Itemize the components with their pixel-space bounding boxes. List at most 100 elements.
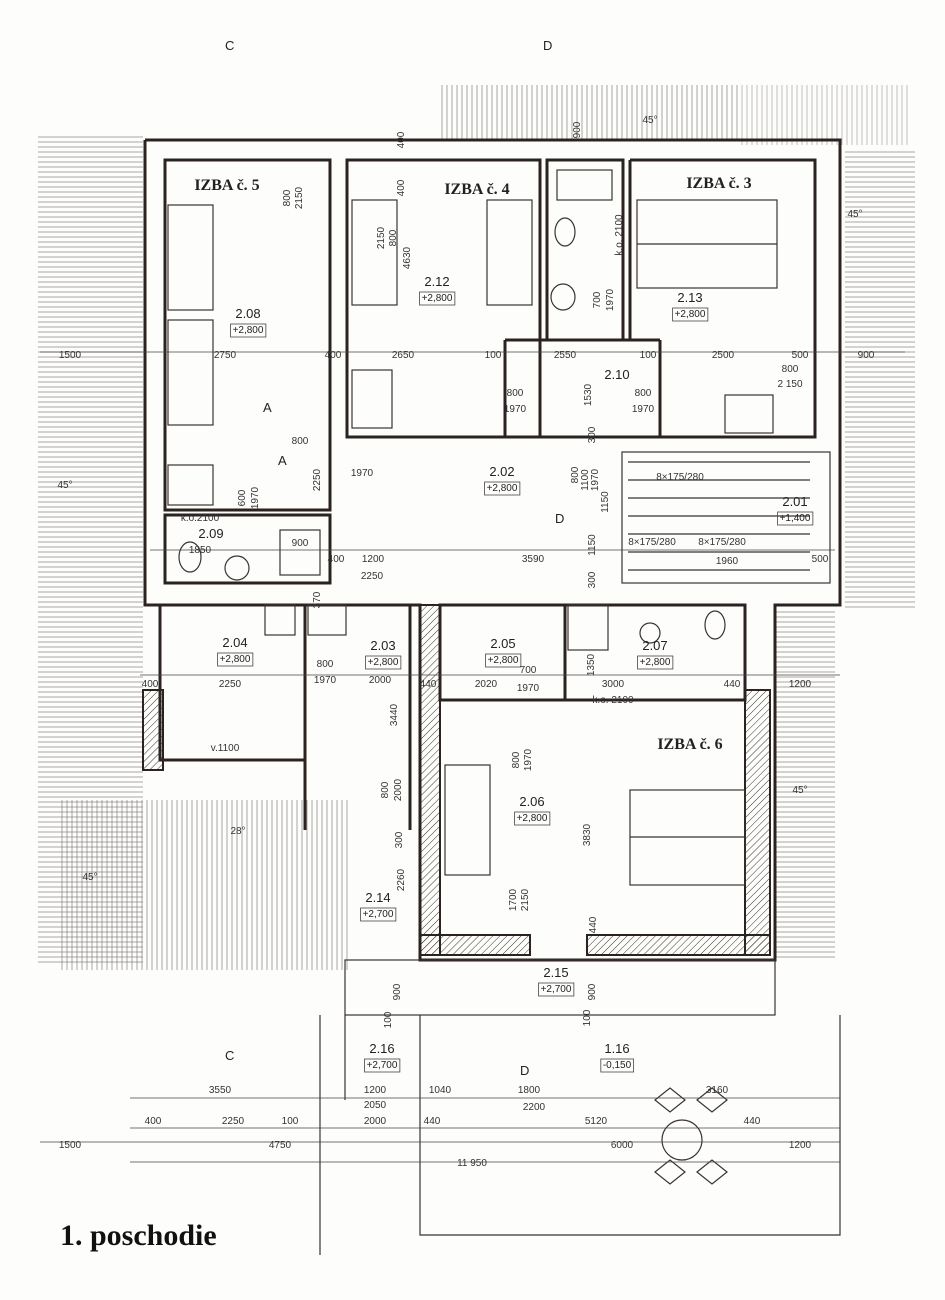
room-number: 2.04 <box>222 635 247 650</box>
dimension-label: 1960 <box>716 556 739 567</box>
dimension-label: 440 <box>744 1116 761 1127</box>
dimension-label: 500 <box>792 350 809 361</box>
elevation-box <box>672 307 709 322</box>
room-elevation: +2,700 <box>363 909 394 920</box>
elevation-box <box>484 481 521 496</box>
roof-angle: 45° <box>847 209 862 220</box>
dimension-label: 100 <box>383 1011 394 1028</box>
section-mark: D <box>543 38 552 53</box>
elevation-box <box>485 653 522 668</box>
room-number: 2.09 <box>198 526 223 541</box>
elevation-box <box>217 652 254 667</box>
furniture <box>167 169 810 1185</box>
room-elevation: +2,800 <box>517 813 548 824</box>
dimension-label: 8×175/280 <box>628 537 676 548</box>
dimension-label: 1970 <box>351 468 374 479</box>
dimension-label: 2250 <box>312 468 323 491</box>
elevation-box <box>514 811 551 826</box>
dimension-label: 800 <box>635 388 652 399</box>
dimension-label: 1970 <box>590 468 601 491</box>
dimension-label: 800 <box>782 364 799 375</box>
dimension-label: 1040 <box>429 1085 452 1096</box>
dimension-label: 400 <box>142 679 159 690</box>
roof-hatching <box>38 85 915 970</box>
dimension-label: 300 <box>394 831 405 848</box>
elevation-box <box>364 1058 401 1073</box>
dimension-label: 440 <box>424 1116 441 1127</box>
dimension-label: 900 <box>587 983 598 1000</box>
floor-title: 1. poschodie <box>60 1219 217 1252</box>
room-number: 2.13 <box>677 290 702 305</box>
roof-angle: 45° <box>57 480 72 491</box>
dimension-label: 800 <box>292 436 309 447</box>
dimension-label: 2200 <box>523 1102 546 1113</box>
section-mark: D <box>520 1063 529 1078</box>
elevation-box <box>360 907 397 922</box>
dimension-label: 300 <box>587 426 598 443</box>
dimension-label: 700 <box>592 291 603 308</box>
dimension-label: 3830 <box>582 823 593 846</box>
dimension-label: 3440 <box>389 703 400 726</box>
dimension-label: 2 150 <box>777 379 802 390</box>
dimension-label: 2750 <box>214 350 237 361</box>
dimension-label: 400 <box>325 350 342 361</box>
dimension-label: v.1100 <box>211 743 240 754</box>
dimension-label: 1970 <box>517 683 540 694</box>
room-name: IZBA č. 4 <box>444 181 509 198</box>
dimension-label: 1200 <box>362 554 385 565</box>
dimension-label: 2250 <box>219 679 242 690</box>
elevation-box <box>419 291 456 306</box>
dimension-label: 2000 <box>369 675 392 686</box>
dimension-label: 2050 <box>364 1100 387 1111</box>
room-elevation: +2,800 <box>488 655 519 666</box>
roof-angle: 45° <box>792 785 807 796</box>
room-number: 2.12 <box>424 274 449 289</box>
dimension-label: 900 <box>392 983 403 1000</box>
dimension-label: 2260 <box>396 868 407 891</box>
dimension-label: 1150 <box>600 491 611 513</box>
room-number: 2.07 <box>642 638 667 653</box>
dimension-label: 3550 <box>209 1085 232 1096</box>
dimension-label: 4750 <box>269 1140 292 1151</box>
dimension-label: 1200 <box>789 679 812 690</box>
room-elevation: +2,800 <box>220 654 251 665</box>
dimension-label: 1200 <box>789 1140 812 1151</box>
dimension-label: 100 <box>640 350 657 361</box>
dimension-label: 800 <box>388 229 399 246</box>
elevation-box <box>230 323 267 338</box>
section-mark: D <box>555 511 564 526</box>
dimension-label: 1530 <box>583 383 594 406</box>
room-number: 2.15 <box>543 965 568 980</box>
dimension-label: 800 <box>507 388 524 399</box>
room-number: 2.01 <box>782 494 807 509</box>
room-number: 2.08 <box>235 306 260 321</box>
room-name: IZBA č. 6 <box>657 736 722 753</box>
room-number: 2.14 <box>365 890 390 905</box>
dimension-label: 400 <box>396 131 407 148</box>
dimension-label: 1200 <box>364 1085 387 1096</box>
dimension-label: 1100 <box>580 469 591 491</box>
room-number: 2.05 <box>490 636 515 651</box>
elevation-box <box>637 655 674 670</box>
dimension-label: 900 <box>292 538 309 549</box>
roof-angle: 45° <box>82 872 97 883</box>
room-elevation: +2,800 <box>233 325 264 336</box>
dimension-label: 1800 <box>518 1085 541 1096</box>
dimension-label: 1700 <box>508 888 519 911</box>
dimension-label: 8×175/280 <box>656 472 704 483</box>
room-elevation: -0,150 <box>603 1060 632 1071</box>
dimension-label: 700 <box>520 665 537 676</box>
room-elevation: +2,800 <box>675 309 706 320</box>
dimension-label: 440 <box>420 679 437 690</box>
section-mark: C <box>225 38 234 53</box>
dimension-label: 100 <box>485 350 502 361</box>
dimension-label: 3590 <box>522 554 545 565</box>
dimension-lines <box>40 351 905 1163</box>
dimension-label: 800 <box>511 751 522 768</box>
dimension-label: 400 <box>396 179 407 196</box>
dimension-label: 2150 <box>376 226 387 249</box>
dimension-label: 400 <box>145 1116 162 1127</box>
